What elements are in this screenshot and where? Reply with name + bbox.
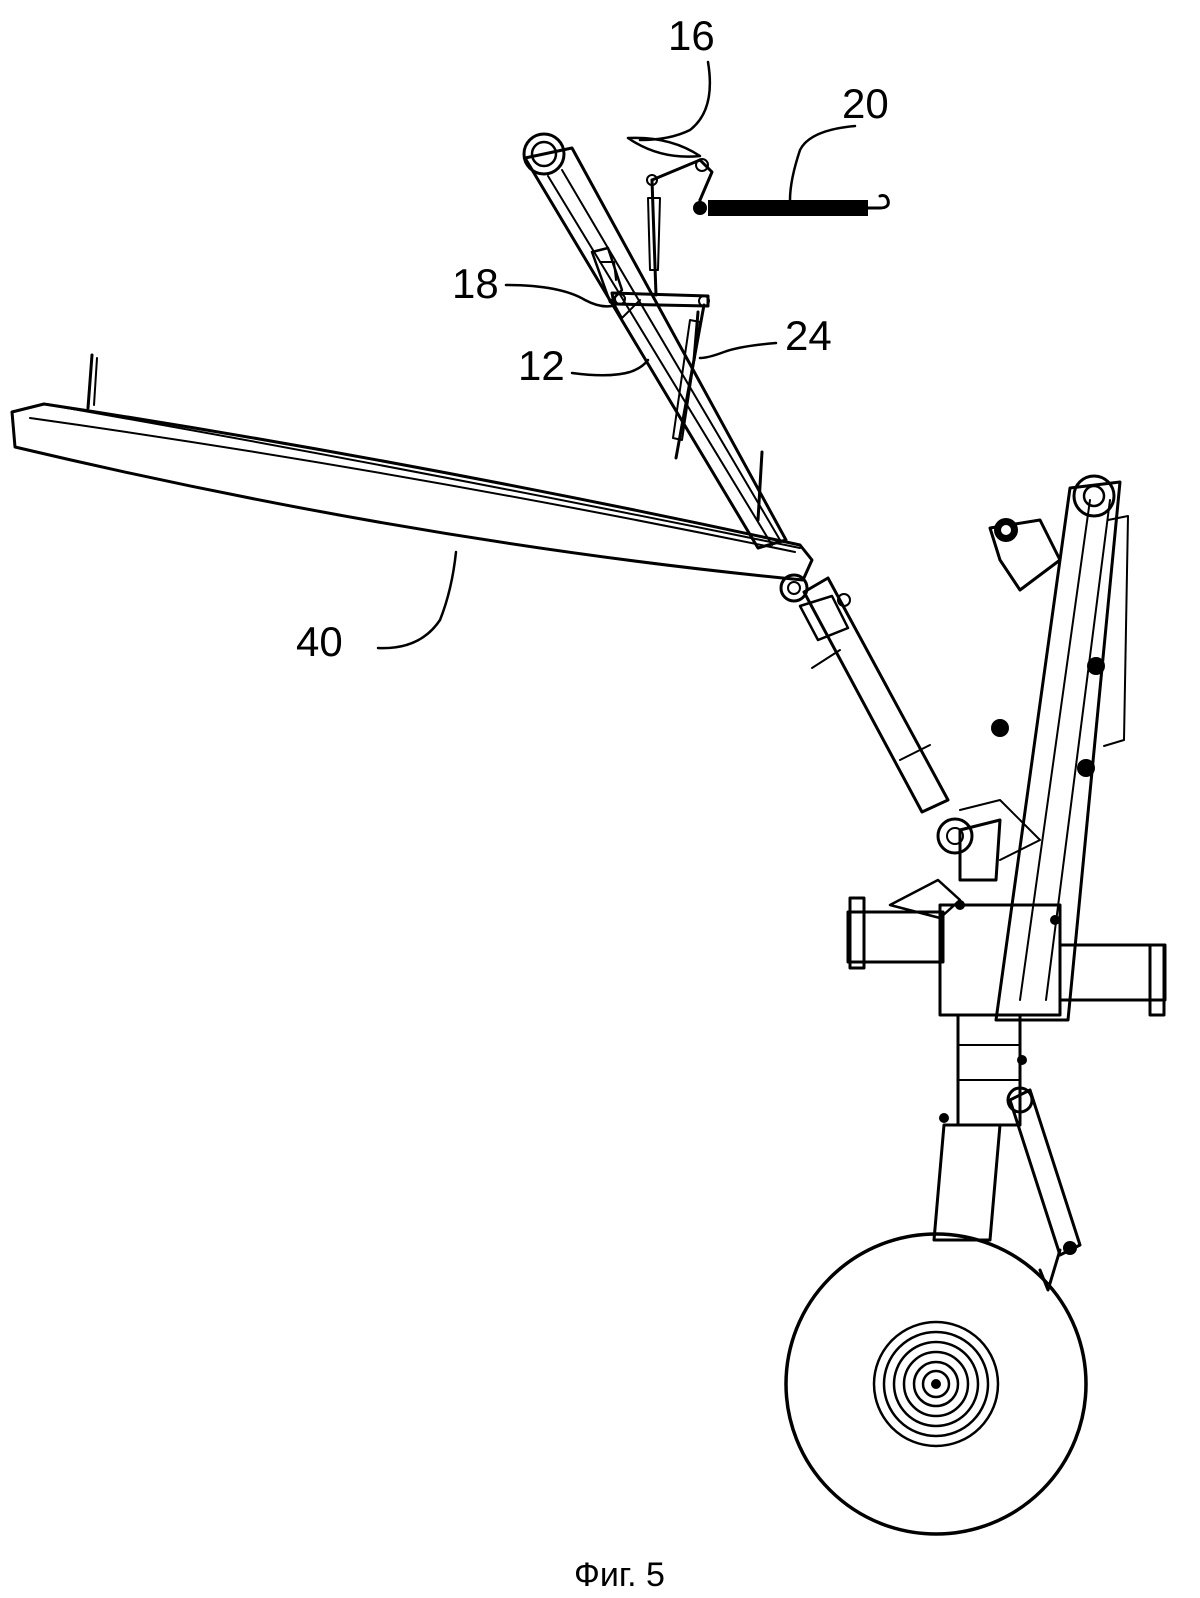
leader-12 [570, 358, 650, 377]
leader-lines [376, 60, 857, 650]
ref-label-40: 40 [296, 618, 343, 665]
lower-drag-strut [798, 576, 974, 855]
curved-beam-40 [10, 353, 814, 603]
wheel [784, 1232, 1088, 1536]
ref-label-18: 18 [452, 260, 499, 307]
leader-24 [698, 341, 778, 360]
upper-arm-12 [522, 132, 788, 550]
leader-16 [638, 60, 712, 142]
ref-label-12: 12 [518, 342, 565, 389]
figure-caption: Фиг. 5 [574, 1556, 665, 1594]
ref-label-24: 24 [785, 312, 832, 359]
shock-absorber-lower [932, 1013, 1082, 1292]
ref-label-20: 20 [842, 80, 889, 127]
main-landing-gear-leg [958, 474, 1129, 1022]
ref-label-16: 16 [668, 12, 715, 59]
leader-40 [376, 550, 458, 650]
spring-20 [693, 194, 890, 216]
leader-20 [788, 124, 857, 202]
axle-cross-member [846, 878, 1167, 1017]
linkage-assembly [610, 136, 714, 460]
leader-18 [504, 283, 614, 308]
